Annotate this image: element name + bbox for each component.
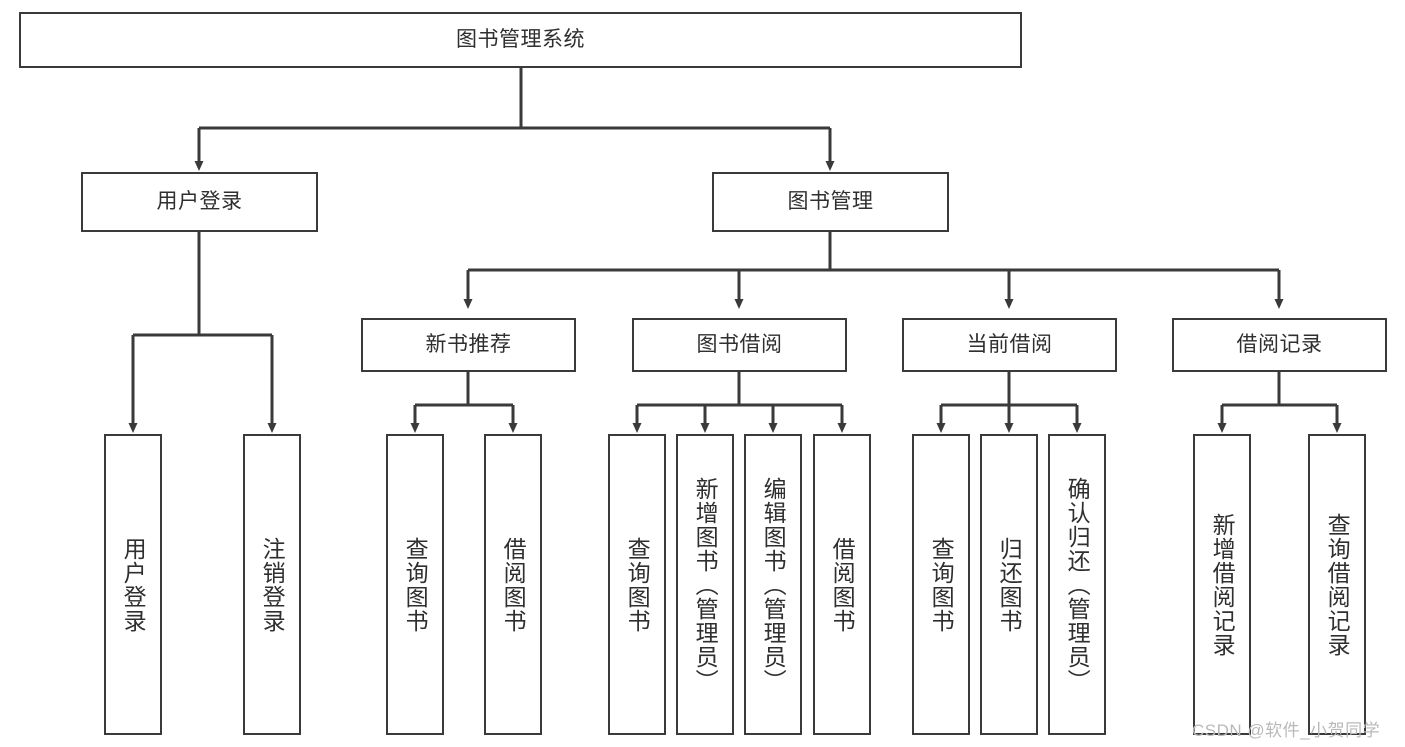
node-leaf-query-book-1[interactable]: 查询图书 [386,434,444,735]
node-new-book-recommend-label: 新书推荐 [425,332,512,356]
node-leaf-borrow-book-2[interactable]: 借阅图书 [813,434,871,735]
node-leaf-query-book-3-label: 查询图书 [928,536,955,633]
node-borrow-record[interactable]: 借阅记录 [1172,318,1387,372]
node-leaf-query-book-1-label: 查询图书 [402,536,429,633]
csdn-watermark: CSDN @软件_小贺同学 [1192,721,1381,740]
node-leaf-edit-book-label: 编辑图书（管理员） [760,476,787,693]
node-leaf-borrow-book-1-label: 借阅图书 [500,536,527,633]
node-leaf-query-borrow-record[interactable]: 查询借阅记录 [1308,434,1366,735]
node-leaf-logout-login[interactable]: 注销登录 [243,434,301,735]
node-root-label: 图书管理系统 [456,27,585,51]
node-leaf-confirm-return[interactable]: 确认归还（管理员） [1048,434,1106,735]
node-leaf-add-book[interactable]: 新增图书（管理员） [676,434,734,735]
node-book-management[interactable]: 图书管理 [712,172,949,232]
node-user-login[interactable]: 用户登录 [81,172,318,232]
node-user-login-label: 用户登录 [156,189,243,213]
node-leaf-add-book-label: 新增图书（管理员） [692,476,719,693]
node-leaf-query-borrow-record-label: 查询借阅记录 [1324,512,1351,657]
node-leaf-add-borrow-record-label: 新增借阅记录 [1209,512,1236,657]
node-leaf-borrow-book-1[interactable]: 借阅图书 [484,434,542,735]
node-book-management-label: 图书管理 [787,189,874,213]
node-borrow-record-label: 借阅记录 [1236,332,1323,356]
node-book-borrow[interactable]: 图书借阅 [632,318,847,372]
node-book-borrow-label: 图书借阅 [696,332,783,356]
node-leaf-borrow-book-2-label: 借阅图书 [829,536,856,633]
node-current-borrow-label: 当前借阅 [966,332,1053,356]
node-leaf-user-login[interactable]: 用户登录 [104,434,162,735]
node-leaf-return-book[interactable]: 归还图书 [980,434,1038,735]
node-leaf-confirm-return-label: 确认归还（管理员） [1064,476,1091,693]
node-leaf-query-book-2-label: 查询图书 [624,536,651,633]
node-current-borrow[interactable]: 当前借阅 [902,318,1117,372]
node-leaf-user-login-label: 用户登录 [120,536,147,633]
node-new-book-recommend[interactable]: 新书推荐 [361,318,576,372]
node-leaf-query-book-2[interactable]: 查询图书 [608,434,666,735]
node-root[interactable]: 图书管理系统 [19,12,1022,68]
node-leaf-query-book-3[interactable]: 查询图书 [912,434,970,735]
node-leaf-logout-login-label: 注销登录 [259,536,286,633]
node-leaf-return-book-label: 归还图书 [996,536,1023,633]
node-leaf-add-borrow-record[interactable]: 新增借阅记录 [1193,434,1251,735]
node-leaf-edit-book[interactable]: 编辑图书（管理员） [744,434,802,735]
